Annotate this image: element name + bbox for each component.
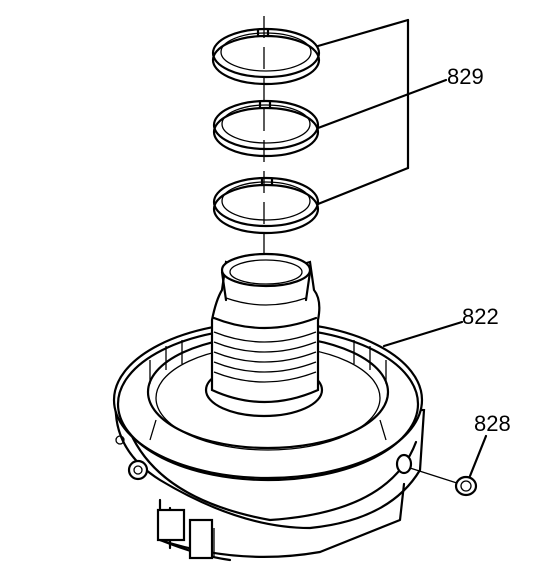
callout-828: 828 <box>474 411 511 436</box>
seal-ring-middle <box>212 99 320 158</box>
callout-829: 829 <box>447 64 484 89</box>
ring-group-bracket <box>316 18 448 206</box>
housing-assembly <box>112 252 464 562</box>
seal-ring-top <box>211 27 321 86</box>
seal-ring-bottom <box>212 176 320 235</box>
callout-822: 822 <box>462 304 499 329</box>
plug-part <box>409 434 488 497</box>
